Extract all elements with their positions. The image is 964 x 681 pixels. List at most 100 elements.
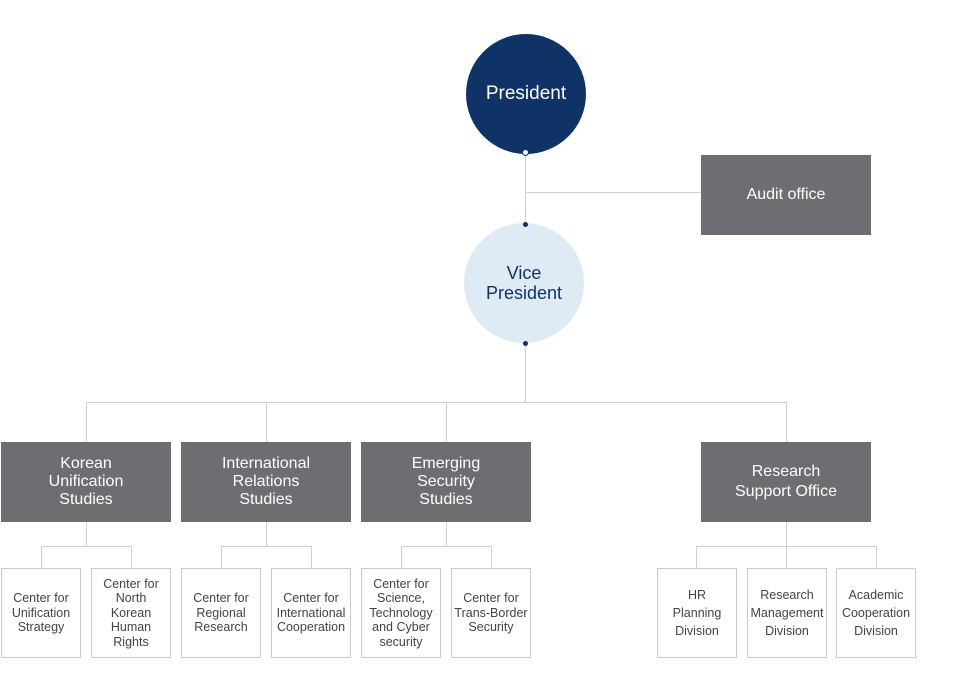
division-label-line: Emerging [411, 455, 481, 472]
division-label-line: Unification [48, 473, 124, 490]
center-box: Center for Unification Strategy [1, 568, 81, 658]
vice-president-line-2: President [485, 283, 563, 303]
center-label-line: Division [675, 624, 719, 638]
connector-sub [786, 546, 787, 568]
center-label-line: Cooperation [276, 620, 346, 635]
center-box: Center for International Cooperation [271, 568, 351, 658]
president-node: President [466, 34, 586, 154]
connector-president-vice [525, 154, 526, 224]
division-label: Research Support Office [735, 462, 837, 502]
vice-president-line-1: Vice [506, 263, 542, 283]
connector-sub [266, 521, 267, 546]
connector-sub [311, 546, 312, 568]
center-label-line: HR [687, 588, 707, 602]
center-label-line: Management [750, 606, 824, 620]
center-label: Center for Science, Technology and Cyber… [369, 577, 432, 650]
center-label-line: Technology [369, 605, 433, 620]
center-label-line: Center for [193, 591, 249, 606]
center-label-line: Planning [672, 606, 722, 620]
connector-dot [522, 149, 529, 156]
center-label: Center for Trans-Border Security [454, 591, 527, 635]
connector-sub [696, 546, 697, 568]
division-label-line: Korean [60, 455, 112, 472]
connector-vice-down [525, 343, 526, 403]
division-label-line: Studies [239, 491, 293, 508]
connector-sub [221, 546, 222, 568]
connector-dot [523, 341, 528, 346]
connector-sub [786, 521, 787, 546]
center-label-line: Rights [113, 634, 149, 649]
connector-sub [41, 546, 132, 547]
center-box: Academic Cooperation Division [836, 568, 916, 658]
president-label: President [485, 83, 567, 104]
center-label: Center for International Cooperation [277, 591, 346, 635]
connector-sub [876, 546, 877, 568]
center-label-line: Unification [11, 605, 71, 620]
connector-sub [86, 521, 87, 546]
center-label-line: Regional [196, 605, 246, 620]
center-label-line: Trans-Border [454, 605, 528, 620]
center-label-line: Cooperation [841, 606, 911, 620]
division-label-line: Research [751, 463, 821, 480]
center-label-line: Center for [373, 576, 429, 591]
connector-sub [401, 546, 492, 547]
division-emerging-security: Emerging Security Studies [361, 442, 531, 522]
connector-sub [221, 546, 312, 547]
vice-president-label: Vice President [486, 263, 562, 303]
center-label: Center for Regional Research [193, 591, 249, 635]
connector-sub [446, 521, 447, 546]
center-label-line: security [379, 634, 423, 649]
center-box: Center for Trans-Border Security [451, 568, 531, 658]
center-box: Center for Regional Research [181, 568, 261, 658]
center-label-line: Division [765, 624, 809, 638]
connector-sub [491, 546, 492, 568]
division-label-line: Relations [232, 473, 300, 490]
center-box: Center for Science, Technology and Cyber… [361, 568, 441, 658]
center-box: HR Planning Division [657, 568, 737, 658]
connector-audit [525, 192, 701, 193]
division-label: Korean Unification Studies [49, 455, 124, 509]
center-label: Research Management Division [751, 586, 824, 640]
division-label-line: Support Office [735, 483, 837, 500]
center-label-line: Research [194, 620, 248, 635]
center-label-line: Division [854, 624, 898, 638]
division-label: Emerging Security Studies [412, 455, 480, 509]
center-box: Center for North Korean Human Rights [91, 568, 171, 658]
vice-president-node: Vice President [464, 223, 584, 343]
center-label-line: Academic [848, 588, 904, 602]
center-label: HR Planning Division [673, 586, 722, 640]
center-label: Academic Cooperation Division [842, 586, 910, 640]
division-label-line: Studies [419, 491, 473, 508]
connector-drop [266, 402, 267, 442]
connector-drop [786, 402, 787, 442]
center-label-line: Human [110, 620, 152, 635]
center-label-line: Center for [283, 591, 339, 606]
center-label: Center for North Korean Human Rights [103, 577, 159, 650]
connector-drop [446, 402, 447, 442]
division-label: International Relations Studies [222, 455, 310, 509]
center-label-line: Center for [13, 591, 69, 606]
center-label-line: Research [760, 588, 814, 602]
connector-sub [401, 546, 402, 568]
center-label-line: Science, [377, 591, 425, 606]
center-label: Center for Unification Strategy [12, 591, 70, 635]
center-label-line: Strategy [17, 620, 65, 635]
division-korean-unification: Korean Unification Studies [1, 442, 171, 522]
center-label-line: Center for [103, 576, 159, 591]
connector-sub [41, 546, 42, 568]
center-box: Research Management Division [747, 568, 827, 658]
center-label-line: Security [468, 620, 514, 635]
division-label-line: Studies [59, 491, 113, 508]
connector-dot [523, 222, 528, 227]
connector-division-bus [86, 402, 787, 403]
division-research-support: Research Support Office [701, 442, 871, 522]
connector-drop [86, 402, 87, 442]
center-label-line: Korean [110, 605, 152, 620]
center-label-line: North [115, 591, 147, 606]
center-label-line: International [276, 605, 346, 620]
connector-sub [131, 546, 132, 568]
division-international-relations: International Relations Studies [181, 442, 351, 522]
audit-office-box: Audit office [701, 155, 871, 235]
audit-office-label: Audit office [746, 186, 826, 203]
division-label-line: Security [417, 473, 475, 490]
